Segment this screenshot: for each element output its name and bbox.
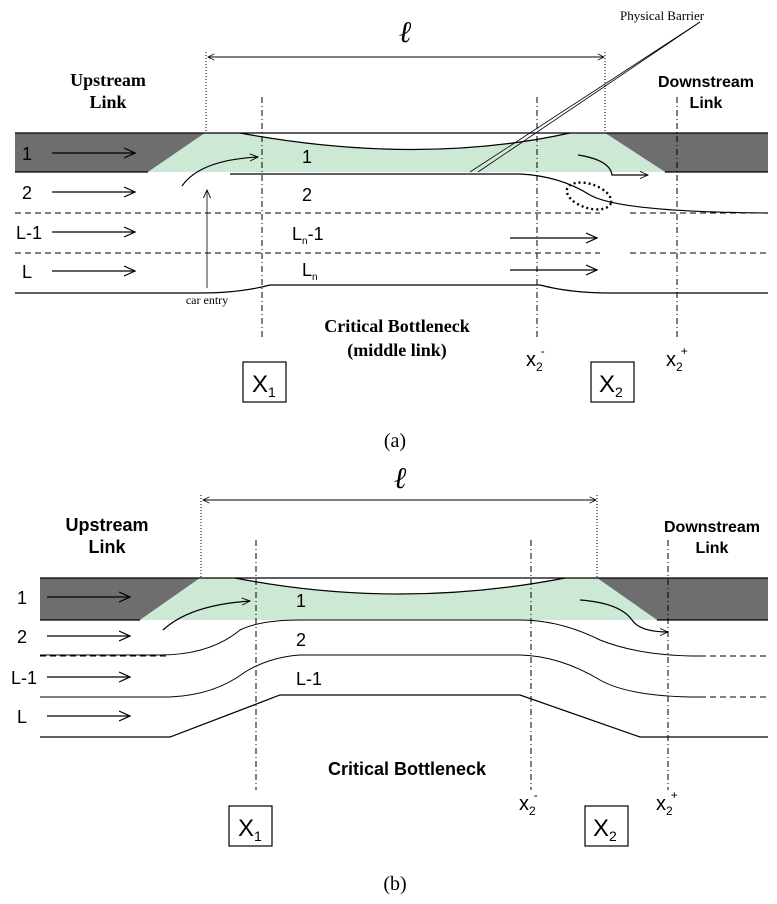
lane-label-2-b: 2: [17, 627, 27, 647]
x1-box-label-b: X1: [238, 815, 262, 844]
length-label: ℓ: [399, 16, 412, 49]
critical-bottleneck-b: Critical Bottleneck: [328, 759, 487, 779]
barrier-top-curve-b: [234, 577, 566, 595]
lane-label-l-b: L: [17, 707, 27, 727]
upstream-label-line2: Link: [89, 92, 126, 112]
lane-label-2: 2: [22, 183, 32, 203]
lane-label-1: 1: [22, 144, 32, 164]
merge-arrow-b: [162, 601, 250, 631]
x2-minus-label: x2-: [526, 344, 545, 374]
panel-b: ℓ Upstream Link Downstream Lin: [11, 462, 768, 895]
conflict-ellipse: [565, 181, 613, 211]
bottom-edge-b: [40, 694, 768, 738]
upstream-label-line2-b: Link: [88, 537, 126, 557]
lane3-boundary-b: [40, 654, 701, 698]
x1-box-b: [228, 805, 273, 847]
lane2-boundary-b: [40, 619, 701, 657]
barrier-region: [148, 133, 665, 172]
downstream-label-line2: Link: [690, 95, 723, 112]
bottom-edge: [15, 284, 768, 294]
barrier-pointer-1: [469, 21, 701, 173]
length-label-b: ℓ: [394, 462, 407, 495]
critical-bottleneck-subtitle: (middle link): [347, 340, 447, 361]
x1-box-label: X1: [252, 371, 276, 400]
x2-box-label: X2: [599, 371, 623, 400]
barrier-region-b: [140, 578, 657, 620]
middle-lane-n-1: Ln-1: [292, 224, 324, 247]
caption-a: (a): [384, 430, 406, 452]
car-entry-label: car entry: [186, 293, 228, 307]
lane-label-l-1: L-1: [16, 223, 42, 243]
middle-lane-l-1-b: L-1: [296, 669, 322, 689]
exit-arrow-b: [579, 599, 668, 632]
middle-lane-1-b: 1: [296, 591, 306, 611]
middle-lane-2-b: 2: [296, 630, 306, 650]
middle-lane-n: Ln: [302, 260, 318, 283]
lane-label-l: L: [22, 262, 32, 282]
x2-minus-label-b: x2-: [519, 788, 538, 818]
caption-b: (b): [383, 873, 406, 895]
x2-box: [590, 361, 635, 403]
x2-plus-label-b: x2+: [656, 788, 678, 818]
x2-box-label-b: X2: [593, 815, 617, 844]
lane2-top-line: [230, 173, 769, 214]
x2-plus-label: x2+: [666, 344, 688, 374]
panel-a: ℓ Physical Barrier: [15, 8, 769, 452]
car-entry-arrow: [181, 157, 258, 187]
downstream-label-line1-b: Downstream: [664, 519, 760, 536]
x2-box-b: [584, 805, 629, 847]
downstream-label-line2-b: Link: [696, 540, 729, 557]
barrier-top-curve: [239, 132, 571, 151]
upstream-label-line1: Upstream: [70, 70, 146, 90]
lane1-road-right: [605, 133, 768, 172]
x1-box: [242, 361, 287, 403]
critical-bottleneck-title: Critical Bottleneck: [324, 316, 469, 336]
physical-barrier-label: Physical Barrier: [620, 8, 705, 23]
lane-label-1-b: 1: [17, 588, 27, 608]
downstream-label-line1: Downstream: [658, 74, 754, 91]
middle-lane-1: 1: [302, 147, 312, 167]
barrier-pointer-2: [477, 21, 701, 173]
middle-lane-2: 2: [302, 185, 312, 205]
lane-label-l-1-b: L-1: [11, 668, 37, 688]
lane1-road-right-b: [597, 578, 768, 620]
lane1-exit-arrow: [577, 154, 648, 175]
upstream-label-line1-b: Upstream: [65, 515, 148, 535]
